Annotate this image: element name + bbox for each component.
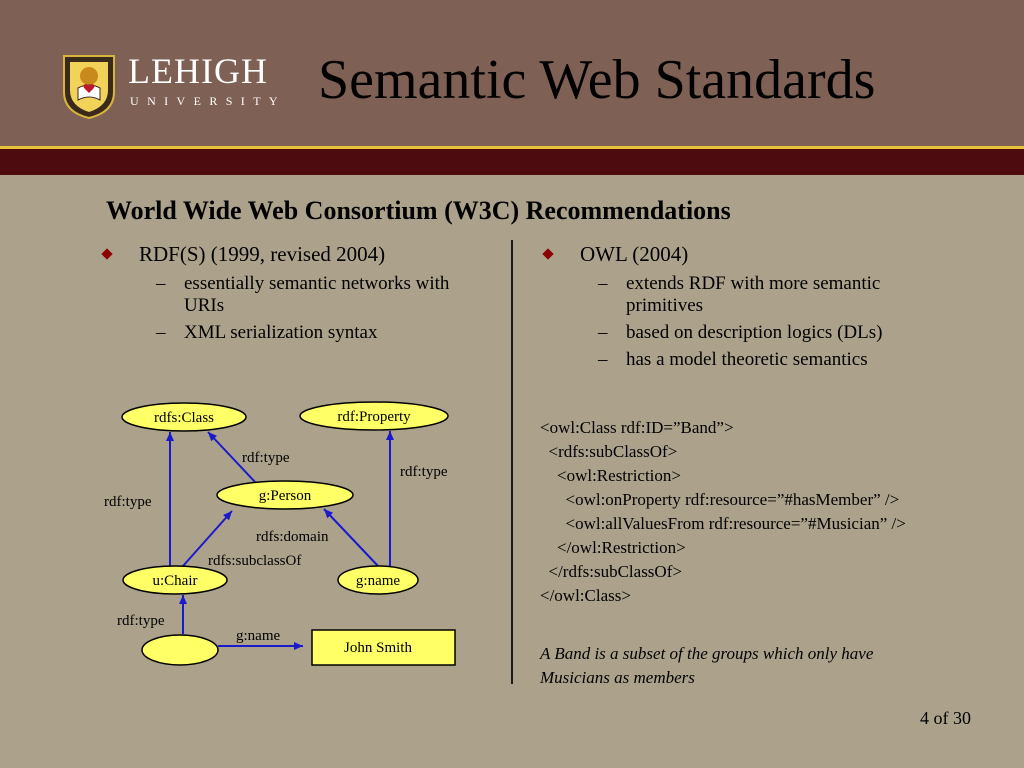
sub-item-extends-rdf: – extends RDF with more semantic primiti… [598, 273, 881, 317]
code-line: </rdfs:subClassOf> [540, 562, 682, 581]
column-divider [511, 240, 513, 684]
code-line: </owl:Restriction> [540, 538, 686, 557]
code-line: <owl:Class rdf:ID=”Band”> [540, 418, 734, 437]
sub-item-text: extends RDF with more semantic [626, 273, 881, 294]
node-rdfs-class [121, 402, 247, 432]
dash-icon: – [598, 273, 608, 294]
edge-label-type-name: rdf:type [400, 464, 448, 480]
sub-item-xml: – XML serialization syntax [156, 322, 378, 344]
node-u-chair [122, 565, 228, 595]
edge-label-domain: rdfs:domain [256, 529, 329, 545]
logo-subtitle: UNIVERSITY [130, 94, 286, 108]
node-label-g-person: g:Person [259, 488, 312, 504]
gold-divider [0, 146, 1024, 149]
dash-icon: – [156, 322, 166, 343]
lehigh-logo: LEHIGH UNIVERSITY [62, 51, 302, 124]
bullet-owl-text: OWL (2004) [580, 242, 689, 266]
edge-chair-to-person [182, 510, 233, 567]
dash-icon: – [598, 322, 608, 343]
edge-label-name-blank: g:name [236, 628, 280, 644]
caption-line: A Band is a subset of the groups which o… [540, 644, 874, 663]
edge-label-type-blank: rdf:type [117, 613, 165, 629]
owl-caption: A Band is a subset of the groups which o… [540, 642, 873, 690]
header-band [0, 0, 1024, 146]
sub-item-text: XML serialization syntax [184, 322, 378, 343]
bullet-rdfs-text: RDF(S) (1999, revised 2004) [139, 242, 386, 266]
dash-icon: – [598, 349, 608, 370]
sub-item-text: based on description logics (DLs) [626, 322, 883, 343]
bullet-owl: OWL (2004) [542, 242, 689, 267]
sub-item-text: URIs [184, 295, 225, 316]
caption-line: Musicians as members [540, 668, 695, 687]
node-blank [141, 634, 219, 666]
sub-item-text: has a model theoretic semantics [626, 349, 868, 370]
sub-item-dl: – based on description logics (DLs) [598, 322, 883, 344]
node-rdf-property [299, 401, 449, 431]
node-john-smith [311, 629, 456, 666]
edge-label-subclass: rdfs:subclassOf [208, 553, 301, 569]
edge-name-to-person [323, 508, 379, 567]
logo-wordmark: LEHIGH [128, 51, 268, 91]
sub-item-semantic-networks: – essentially semantic networks with URI… [156, 273, 450, 317]
slide-subtitle: World Wide Web Consortium (W3C) Recommen… [106, 196, 731, 225]
node-label-rdf-property: rdf:Property [337, 409, 411, 425]
dash-icon: – [156, 273, 166, 294]
code-line: <owl:allValuesFrom rdf:resource=”#Musici… [540, 514, 906, 533]
maroon-bar [0, 149, 1024, 175]
node-label-john-smith: John Smith [344, 640, 412, 656]
node-label-u-chair: u:Chair [153, 573, 198, 589]
node-g-person [216, 480, 354, 510]
code-line: <owl:onProperty rdf:resource=”#hasMember… [540, 490, 900, 509]
code-line: <owl:Restriction> [540, 466, 681, 485]
code-line: <rdfs:subClassOf> [540, 442, 678, 461]
edge-label-type-person: rdf:type [242, 450, 290, 466]
page-number: 4 of 30 [920, 708, 971, 728]
sub-item-text: primitives [626, 295, 704, 316]
node-label-rdfs-class: rdfs:Class [154, 410, 214, 426]
sub-item-text: essentially semantic networks with [184, 273, 450, 294]
owl-code-block: <owl:Class rdf:ID=”Band”> <rdfs:subClass… [540, 416, 906, 608]
shield-icon [63, 55, 115, 120]
edge-person-to-class [207, 431, 256, 483]
code-line: </owl:Class> [540, 586, 631, 605]
edge-label-type-chair: rdf:type [104, 494, 152, 510]
sub-item-semantics: – has a model theoretic semantics [598, 349, 868, 371]
bullet-rdfs: RDF(S) (1999, revised 2004) [101, 242, 386, 267]
node-g-name [337, 565, 419, 595]
slide-title: Semantic Web Standards [318, 49, 876, 111]
node-label-g-name: g:name [356, 573, 400, 589]
